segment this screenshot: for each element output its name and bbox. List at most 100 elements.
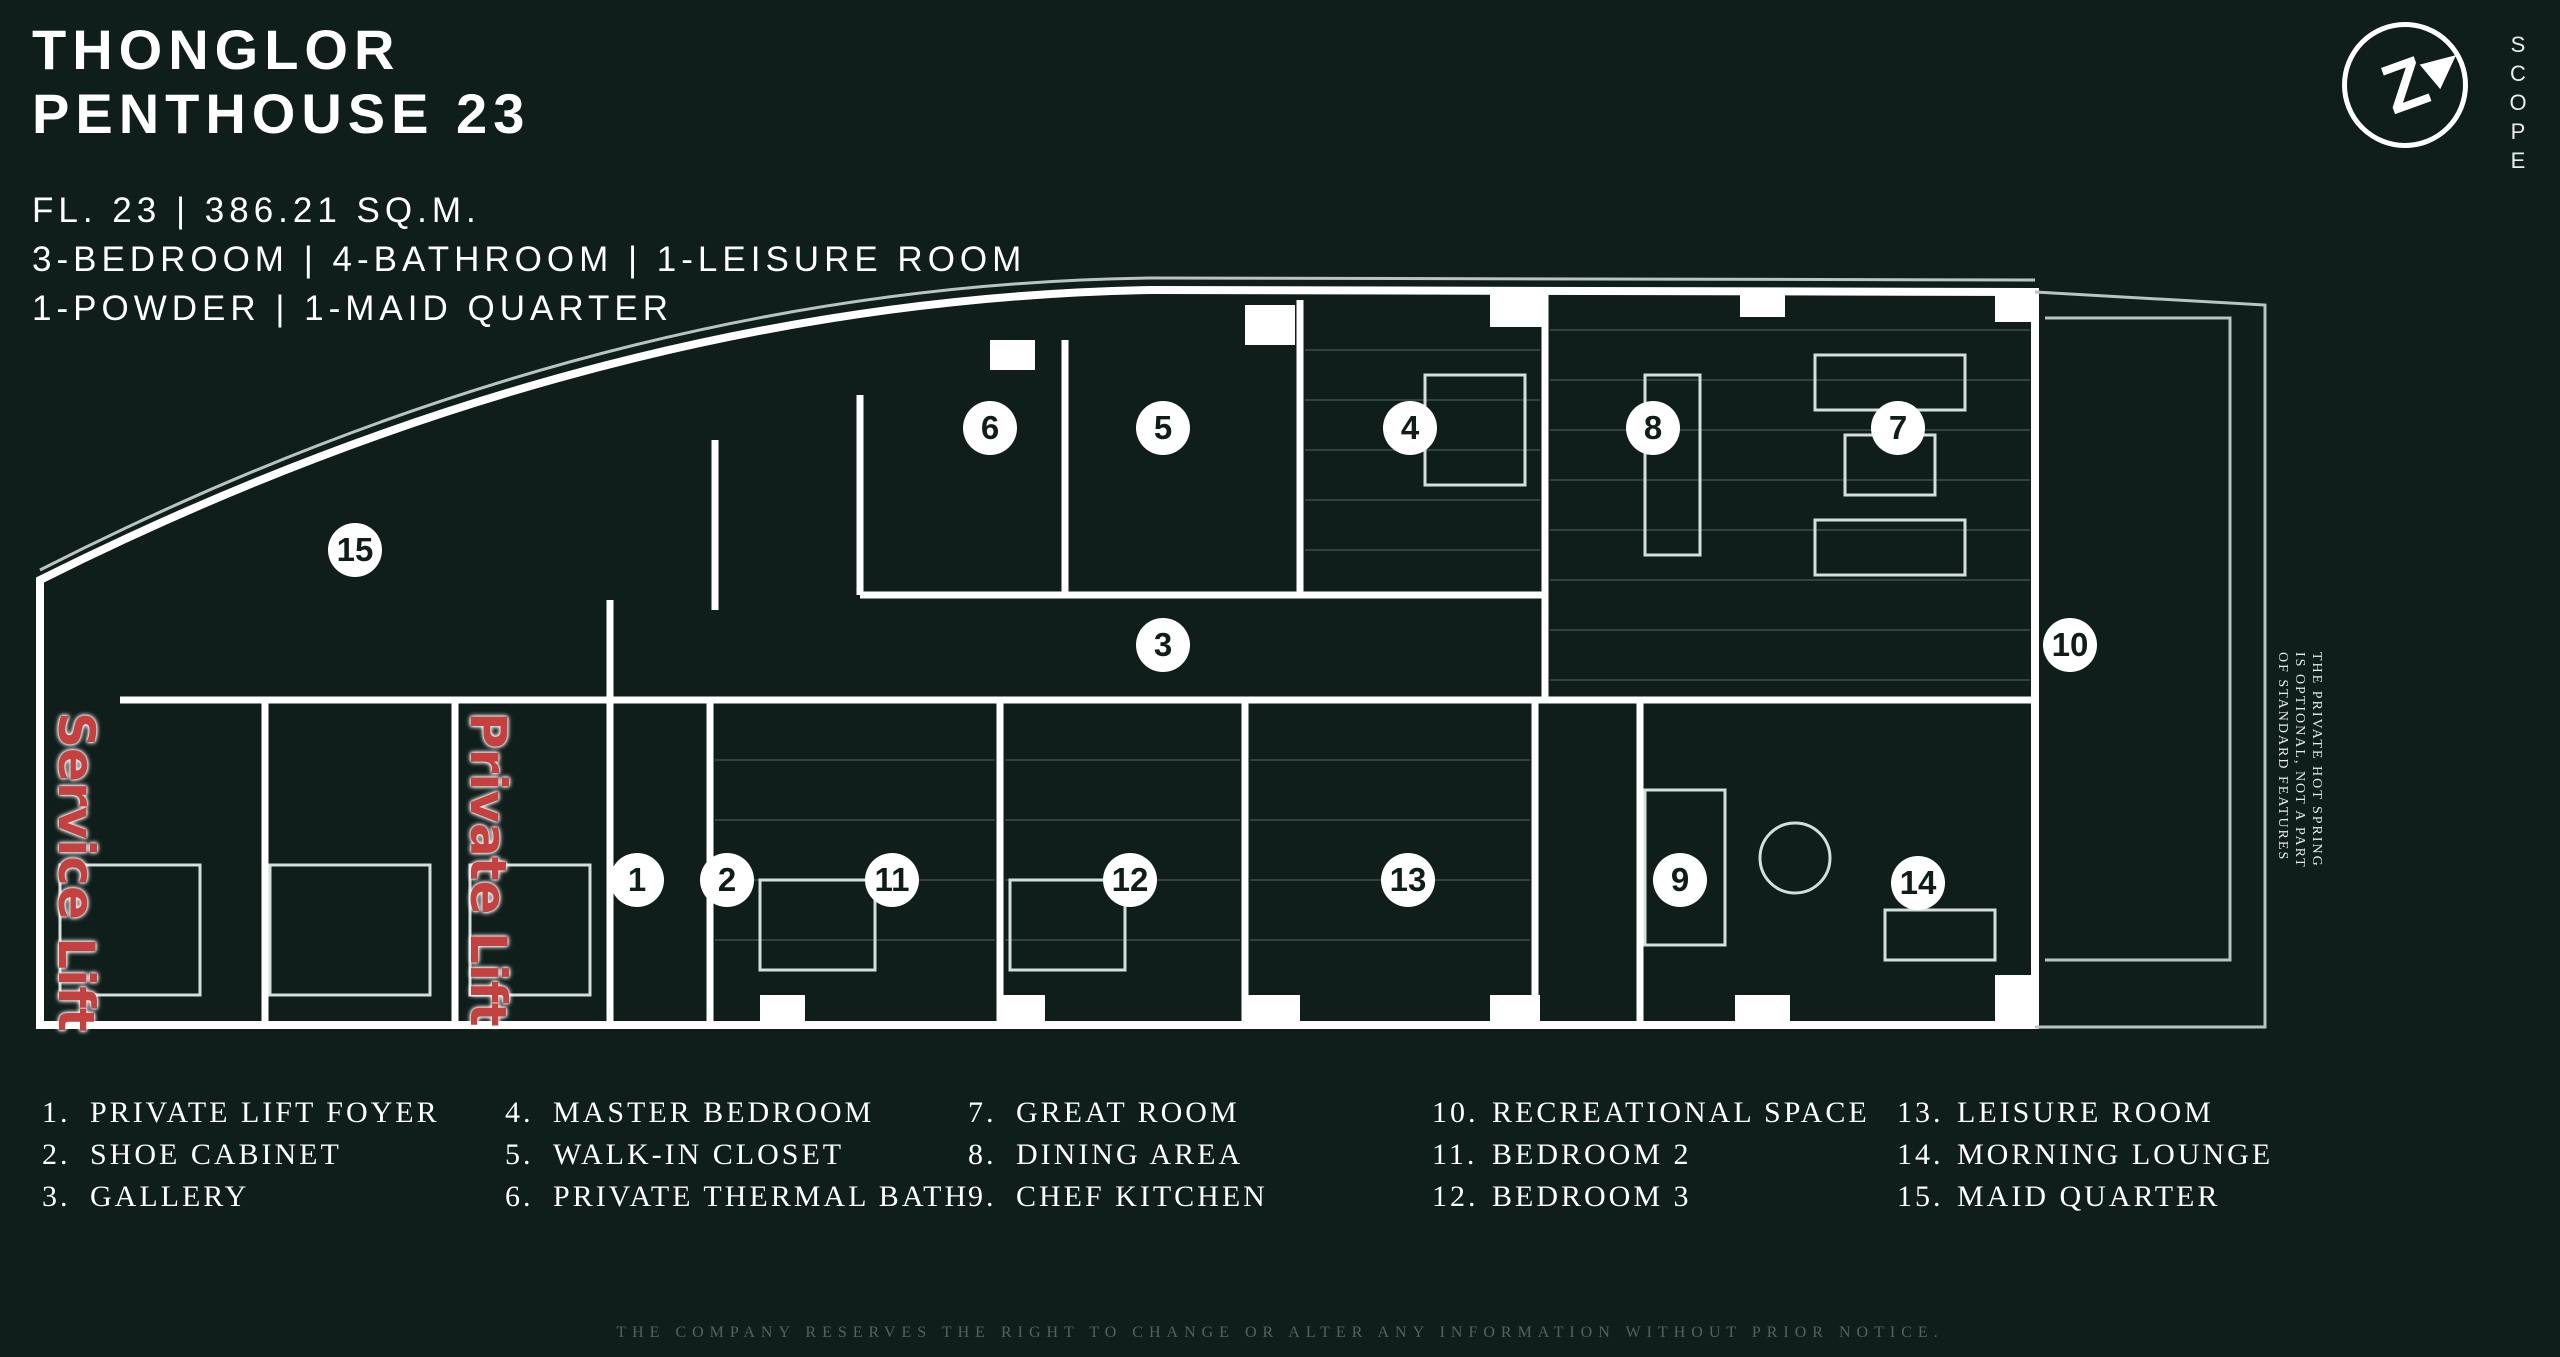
legend-column-1: 1. PRIVATE LIFT FOYER 2. SHOE CABINET 3. GA…	[42, 1092, 440, 1218]
legend-item: 6. PRIVATE THERMAL BATH	[505, 1176, 969, 1218]
legend-number: 13.	[1897, 1096, 1944, 1129]
dining-table-icon	[1643, 373, 1702, 557]
legend-item: 4. MASTER BEDROOM	[505, 1092, 969, 1134]
legend-label: RECREATIONAL SPACE	[1492, 1096, 1870, 1129]
legend-label: DINING AREA	[1016, 1138, 1244, 1171]
legend-number: 7.	[968, 1096, 997, 1129]
legend-label: LEISURE ROOM	[1957, 1096, 2214, 1129]
room-marker-11: 11	[865, 853, 919, 907]
note-line: IS OPTIONAL, NOT A PART	[2292, 652, 2307, 869]
legend-label: GALLERY	[90, 1180, 250, 1213]
legend-label: MASTER BEDROOM	[553, 1096, 875, 1129]
interior-walls	[120, 292, 2035, 1025]
legend-label: BEDROOM 2	[1492, 1138, 1692, 1171]
furniture	[58, 353, 1997, 997]
brand-wordmark: S C O P E	[2505, 30, 2535, 175]
title-line-1: THONGLOR	[32, 18, 401, 81]
terrace-outline	[39, 276, 2267, 1029]
legend-column-4: 10. RECREATIONAL SPACE 11. BEDROOM 2 12. BE…	[1432, 1092, 1870, 1218]
compass-logo-icon: Z	[2342, 22, 2468, 148]
legend-label: CHEF KITCHEN	[1016, 1180, 1268, 1213]
legend-item: 14. MORNING LOUNGE	[1897, 1134, 2273, 1176]
round-table-icon	[1758, 821, 1832, 895]
title-line-2: PENTHOUSE 23	[32, 82, 531, 145]
room-marker-2: 2	[700, 853, 754, 907]
lift-car-icon	[268, 863, 432, 997]
unit-specs: FL. 23 | 386.21 SQ.M. 3-BEDROOM | 4-BATH…	[32, 186, 1026, 333]
legend-number: 10.	[1432, 1096, 1479, 1129]
legend-number: 12.	[1432, 1180, 1479, 1213]
legend-number: 3.	[42, 1180, 71, 1213]
note-line: OF STANDARD FEATURES	[2275, 652, 2290, 862]
legend-item: 10. RECREATIONAL SPACE	[1432, 1092, 1870, 1134]
private-lift-label: Private Lift	[459, 712, 517, 1027]
spec-line-2: 3-BEDROOM | 4-BATHROOM | 1-LEISURE ROOM	[32, 240, 1027, 279]
room-marker-3: 3	[1136, 618, 1190, 672]
spec-line-3: 1-POWDER | 1-MAID QUARTER	[32, 289, 673, 328]
kitchen-island-icon	[1643, 788, 1727, 947]
legend-label: PRIVATE LIFT FOYER	[90, 1096, 440, 1129]
legend-label: MAID QUARTER	[1957, 1180, 2221, 1213]
room-marker-15: 15	[328, 523, 382, 577]
legend-item: 12. BEDROOM 3	[1432, 1176, 1870, 1218]
brand-letter: E	[2510, 148, 2530, 173]
legend-number: 9.	[968, 1180, 997, 1213]
room-marker-13: 13	[1381, 853, 1435, 907]
room-marker-4: 4	[1383, 401, 1437, 455]
legend-item: 5. WALK-IN CLOSET	[505, 1134, 969, 1176]
outer-walls	[36, 285, 2039, 1029]
legend-number: 8.	[968, 1138, 997, 1171]
legend-label: WALK-IN CLOSET	[553, 1138, 845, 1171]
legend-item: 2. SHOE CABINET	[42, 1134, 440, 1176]
room-marker-14: 14	[1891, 856, 1945, 910]
disclaimer: THE COMPANY RESERVES THE RIGHT TO CHANGE…	[616, 1324, 1944, 1341]
legend-item: 7. GREAT ROOM	[968, 1092, 1268, 1134]
brand-letter: C	[2510, 61, 2530, 86]
room-marker-9: 9	[1653, 853, 1707, 907]
legend-number: 11.	[1432, 1138, 1478, 1171]
legend-label: PRIVATE THERMAL BATH	[553, 1180, 970, 1213]
room-marker-1: 1	[610, 853, 664, 907]
legend-label: MORNING LOUNGE	[1957, 1138, 2274, 1171]
brand-letter: P	[2510, 119, 2530, 144]
legend-label: SHOE CABINET	[90, 1138, 342, 1171]
legend-number: 14.	[1897, 1138, 1944, 1171]
hot-spring-note: THE PRIVATE HOT SPRING IS OPTIONAL, NOT …	[2274, 652, 2325, 869]
legend-number: 1.	[42, 1096, 71, 1129]
brand-letter: O	[2509, 90, 2531, 115]
room-marker-5: 5	[1136, 401, 1190, 455]
bed-icon	[1008, 878, 1127, 972]
legend-item: 11. BEDROOM 2	[1432, 1134, 1870, 1176]
lift-car-icon	[468, 863, 592, 997]
lift-car-icon	[58, 863, 202, 997]
room-marker-10: 10	[2043, 618, 2097, 672]
master-bed-icon	[1423, 373, 1527, 487]
note-line: THE PRIVATE HOT SPRING	[2309, 652, 2324, 868]
legend-column-2: 4. MASTER BEDROOM 5. WALK-IN CLOSET 6. PRIV…	[505, 1092, 969, 1218]
spec-line-1: FL. 23 | 386.21 SQ.M.	[32, 191, 481, 230]
legend-number: 6.	[505, 1180, 534, 1213]
legend-label: BEDROOM 3	[1492, 1180, 1692, 1213]
legend-item: 1. PRIVATE LIFT FOYER	[42, 1092, 440, 1134]
legend-number: 15.	[1897, 1180, 1944, 1213]
legend-item: 9. CHEF KITCHEN	[968, 1176, 1268, 1218]
room-marker-12: 12	[1103, 853, 1157, 907]
legend-number: 4.	[505, 1096, 534, 1129]
legend-column-5: 13. LEISURE ROOM 14. MORNING LOUNGE 15. MAI…	[1897, 1092, 2273, 1218]
brand-letter: S	[2510, 32, 2530, 57]
window-columns	[760, 292, 2035, 1025]
legend-item: 8. DINING AREA	[968, 1134, 1268, 1176]
room-marker-8: 8	[1626, 401, 1680, 455]
lounge-sofa-icon	[1883, 908, 1997, 962]
legend-number: 5.	[505, 1138, 534, 1171]
legend-number: 2.	[42, 1138, 71, 1171]
project-title: THONGLOR PENTHOUSE 23	[32, 18, 530, 146]
legend-column-3: 7. GREAT ROOM 8. DINING AREA 9. CHEF KITCHE…	[968, 1092, 1268, 1218]
legend-item: 3. GALLERY	[42, 1176, 440, 1218]
floor-hatching	[715, 329, 2030, 941]
legend-item: 15. MAID QUARTER	[1897, 1176, 2273, 1218]
legend-item: 13. LEISURE ROOM	[1897, 1092, 2273, 1134]
room-marker-7: 7	[1871, 401, 1925, 455]
room-marker-6: 6	[963, 401, 1017, 455]
legend-label: GREAT ROOM	[1016, 1096, 1240, 1129]
